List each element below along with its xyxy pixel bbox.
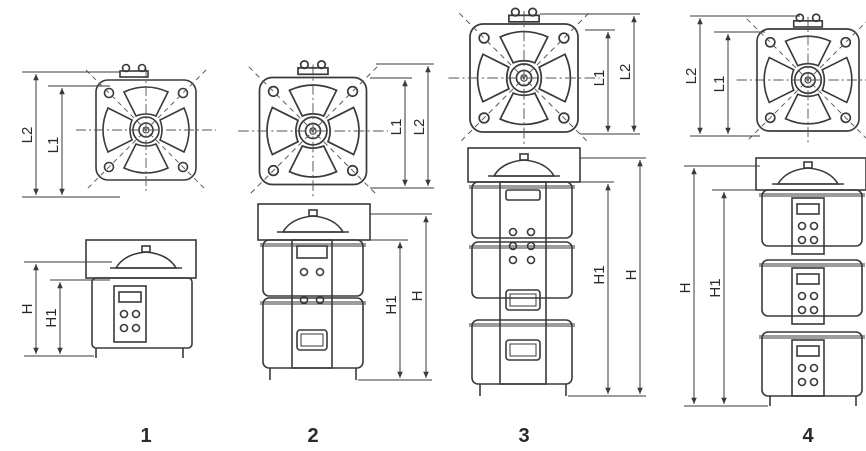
unit-3-H-label: H bbox=[623, 270, 640, 281]
unit-4-number: 4 bbox=[802, 425, 814, 447]
unit-2-L1-label: L1 bbox=[388, 119, 405, 136]
unit-3-top-view bbox=[447, 7, 601, 146]
unit-2-number: 2 bbox=[307, 425, 318, 447]
unit-2-H-label: H bbox=[409, 291, 426, 302]
unit-1: L2 L1 H H1 1 bbox=[19, 63, 217, 447]
unit-4-L2-label: L2 bbox=[683, 68, 700, 85]
unit-4-H1-label: H1 bbox=[707, 278, 724, 297]
unit-3-number: 3 bbox=[518, 425, 529, 447]
unit-3-L1-label: L1 bbox=[591, 70, 608, 87]
unit-1-H1-label: H1 bbox=[43, 308, 60, 327]
unit-2-H1-label: H1 bbox=[383, 295, 400, 314]
unit-3-L2-label: L2 bbox=[617, 64, 634, 81]
unit-1-top-view bbox=[75, 63, 217, 193]
unit-4-H-label: H bbox=[677, 283, 694, 294]
unit-4-front-view bbox=[755, 157, 866, 406]
unit-3-H1-label: H1 bbox=[591, 265, 608, 284]
unit-4-L1-label: L1 bbox=[711, 76, 728, 93]
unit-2-L2-label: L2 bbox=[411, 119, 428, 136]
unit-3-front-view bbox=[467, 147, 581, 396]
unit-4: L2 L1 H H1 4 bbox=[677, 13, 866, 447]
unit-1-H-label: H bbox=[19, 304, 36, 315]
unit-2-front-view bbox=[257, 203, 371, 380]
unit-1-front-view bbox=[85, 239, 197, 358]
unit-2: L1 L2 H1 H 2 bbox=[237, 60, 434, 447]
unit-3: L1 L2 bbox=[447, 7, 646, 447]
unit-4-top-view bbox=[735, 13, 866, 145]
unit-2-top-view bbox=[237, 60, 389, 199]
unit-1-number: 1 bbox=[140, 425, 151, 447]
unit-1-L2-label: L2 bbox=[19, 127, 36, 144]
unit-1-L1-label: L1 bbox=[45, 137, 62, 154]
